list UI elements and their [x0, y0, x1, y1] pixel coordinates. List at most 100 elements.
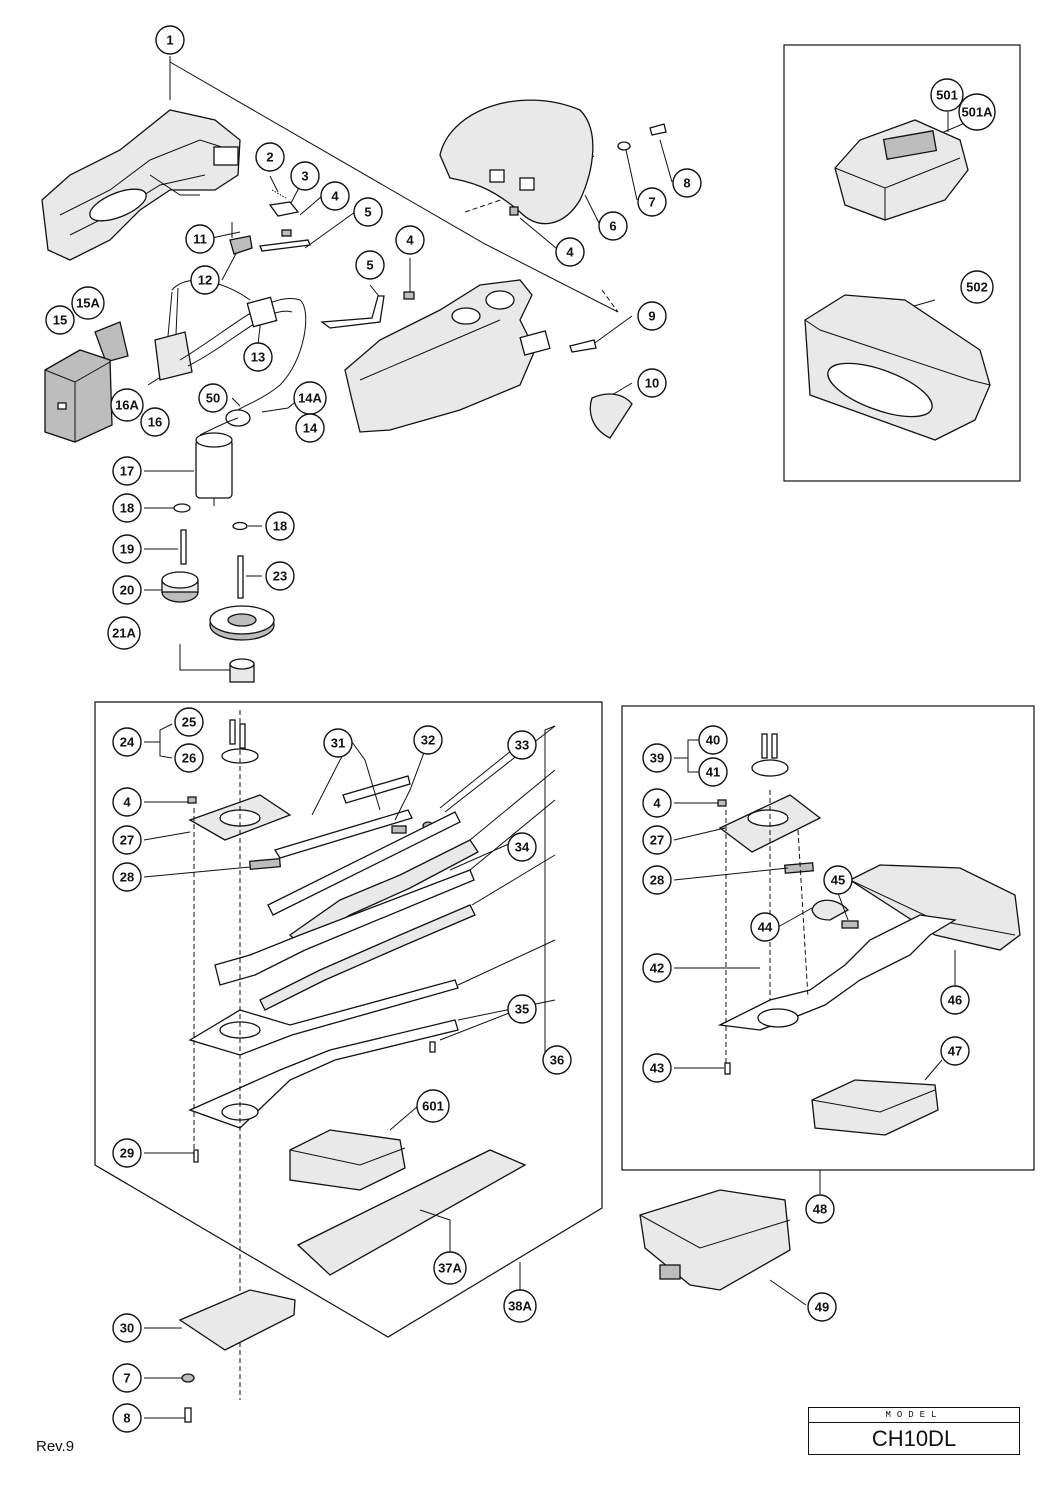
model-label: MODEL [809, 1408, 1019, 1423]
callout-c17: 17 [112, 456, 142, 486]
callout-text: 15A [76, 296, 100, 311]
charger-and-case [804, 119, 991, 441]
revision-label: Rev.9 [36, 1438, 75, 1455]
callout-circle [323, 728, 353, 758]
callout-c28b: 28 [642, 865, 672, 895]
callout-circle [140, 407, 170, 437]
callout-circle [290, 161, 320, 191]
callout-text: 44 [758, 920, 773, 935]
callout-text: 4 [566, 245, 574, 260]
callout-circle [807, 1292, 837, 1322]
callout-circle [112, 575, 142, 605]
callout-text: 47 [948, 1044, 962, 1059]
callout-circle [112, 534, 142, 564]
callout-circle [672, 168, 702, 198]
callout-text: 14 [303, 421, 318, 436]
callout-text: 45 [831, 873, 845, 888]
callout-circle [555, 237, 585, 267]
callout-circle [940, 985, 970, 1015]
callout-text: 25 [182, 715, 196, 730]
callout-circle [642, 953, 672, 983]
callout-circle [416, 1089, 450, 1123]
callout-circle [642, 743, 672, 773]
callout-c4c: 4 [555, 237, 585, 267]
callout-c7b: 7 [112, 1363, 142, 1393]
callout-c9: 9 [637, 301, 667, 331]
callout-text: 1 [166, 33, 173, 48]
callout-circle [637, 301, 667, 331]
callout-c18b: 18 [265, 511, 295, 541]
callout-circle [107, 616, 141, 650]
switch-parts [229, 189, 311, 255]
callout-text: 31 [331, 736, 345, 751]
callout-c10: 10 [637, 368, 667, 398]
shear-set-parts [639, 733, 1021, 1306]
callout-text: 43 [650, 1061, 664, 1076]
callout-text: 501 [936, 88, 958, 103]
callout-circle [320, 181, 350, 211]
callout-c8b: 8 [112, 1403, 142, 1433]
callout-c8a: 8 [672, 168, 702, 198]
callout-circle [642, 825, 672, 855]
callout-circle [112, 456, 142, 486]
callout-text: 18 [273, 519, 287, 534]
callout-text: 42 [650, 961, 664, 976]
callout-c3: 3 [290, 161, 320, 191]
callout-circle [190, 265, 220, 295]
callout-text: 6 [609, 219, 616, 234]
gear-train [161, 503, 275, 683]
callout-c48: 48 [805, 1194, 835, 1224]
callout-circle [542, 1045, 572, 1075]
callout-text: 32 [421, 733, 435, 748]
callout-text: 48 [813, 1202, 827, 1217]
callout-c26: 26 [174, 743, 204, 773]
callout-circle [198, 383, 228, 413]
callout-c36: 36 [542, 1045, 572, 1075]
callout-c29: 29 [112, 1138, 142, 1168]
callout-circle [960, 270, 994, 304]
callout-c44: 44 [750, 912, 780, 942]
callout-c15: 15 [45, 305, 75, 335]
callout-c30: 30 [112, 1313, 142, 1343]
callout-c25: 25 [174, 707, 204, 737]
callout-text: 49 [815, 1300, 829, 1315]
callout-text: 20 [120, 583, 134, 598]
callout-text: 40 [706, 733, 720, 748]
callout-text: 16A [115, 398, 139, 413]
callout-text: 33 [515, 738, 529, 753]
callout-c50: 50 [198, 383, 228, 413]
callout-text: 15 [53, 313, 67, 328]
callout-text: 5 [364, 205, 371, 220]
callout-text: 7 [648, 195, 655, 210]
callout-circle [112, 787, 142, 817]
callout-text: 37A [438, 1261, 462, 1276]
callout-circle [598, 211, 628, 241]
callout-c5a: 5 [353, 197, 383, 227]
callout-c13: 13 [243, 342, 273, 372]
motor [195, 417, 239, 506]
callout-text: 4 [331, 189, 339, 204]
callout-text: 13 [251, 350, 265, 365]
callout-text: 9 [648, 309, 655, 324]
callout-text: 2 [266, 150, 273, 165]
callout-text: 8 [123, 1411, 130, 1426]
callout-circle [265, 561, 295, 591]
callout-text: 19 [120, 542, 134, 557]
callout-c28a: 28 [112, 862, 142, 892]
callout-c16a: 16A [110, 388, 144, 422]
callout-circle [958, 93, 996, 131]
callout-text: 23 [273, 569, 287, 584]
callout-circle [255, 142, 285, 172]
callout-text: 11 [193, 232, 207, 247]
housing-right-half [320, 279, 597, 433]
callout-c4a: 4 [320, 181, 350, 211]
callout-text: 4 [406, 233, 414, 248]
callout-text: 50 [206, 391, 220, 406]
shear-set-frame [621, 705, 1035, 1171]
callout-text: 27 [650, 833, 664, 848]
callout-text: 601 [422, 1099, 444, 1114]
callout-circle [112, 1403, 142, 1433]
callout-circle [110, 388, 144, 422]
